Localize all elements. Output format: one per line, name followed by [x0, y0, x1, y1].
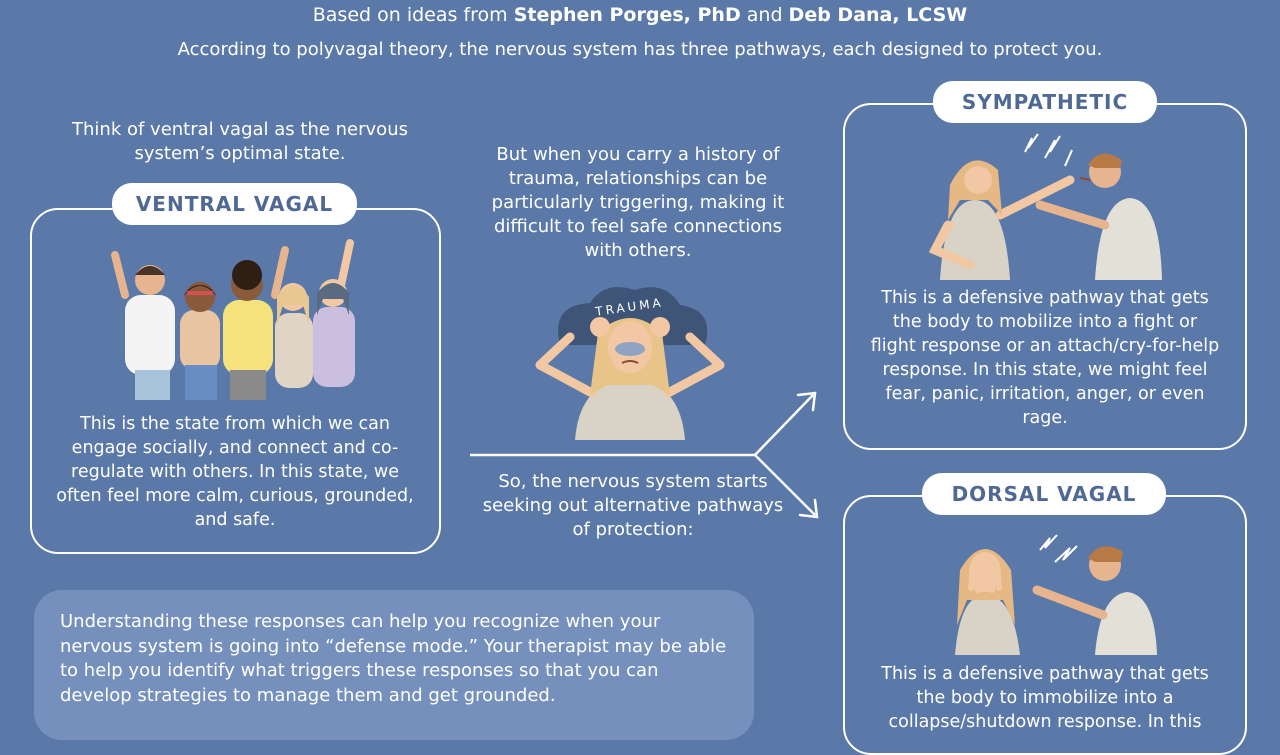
ventral-caption: Think of ventral vagal as the nervous sy…	[72, 119, 408, 164]
sympathetic-title: SYMPATHETIC	[933, 81, 1157, 123]
shutdown-illustration	[955, 534, 1157, 655]
credit-prefix: Based on ideas from	[312, 4, 514, 26]
credit-line: Based on ideas from Stephen Porges, PhD …	[0, 2, 1280, 28]
credit-and: and	[740, 4, 789, 26]
dorsal-title: DORSAL VAGAL	[922, 473, 1166, 515]
ventral-title: VENTRAL VAGAL	[112, 183, 357, 225]
branch-arrows	[470, 391, 819, 519]
argument-illustration	[928, 133, 1162, 280]
understanding-text: Understanding these responses can help y…	[60, 611, 727, 706]
dorsal-description: This is a defensive pathway that gets th…	[881, 664, 1209, 732]
trauma-text: But when you carry a history of trauma, …	[491, 144, 785, 261]
cheering-group-illustration	[111, 239, 355, 400]
sympathetic-description: This is a defensive pathway that gets th…	[870, 288, 1220, 428]
intro-text: According to polyvagal theory, the nervo…	[177, 39, 1103, 60]
author-dana: Deb Dana, LCSW	[788, 4, 968, 26]
understanding-box: Understanding these responses can help y…	[34, 590, 754, 740]
ventral-description: This is the state from which we can enga…	[56, 414, 414, 530]
trauma-illustration: TRAUMA	[535, 286, 725, 440]
transition-text: So, the nervous system starts seeking ou…	[482, 471, 784, 540]
author-porges: Stephen Porges, PhD	[513, 4, 741, 26]
